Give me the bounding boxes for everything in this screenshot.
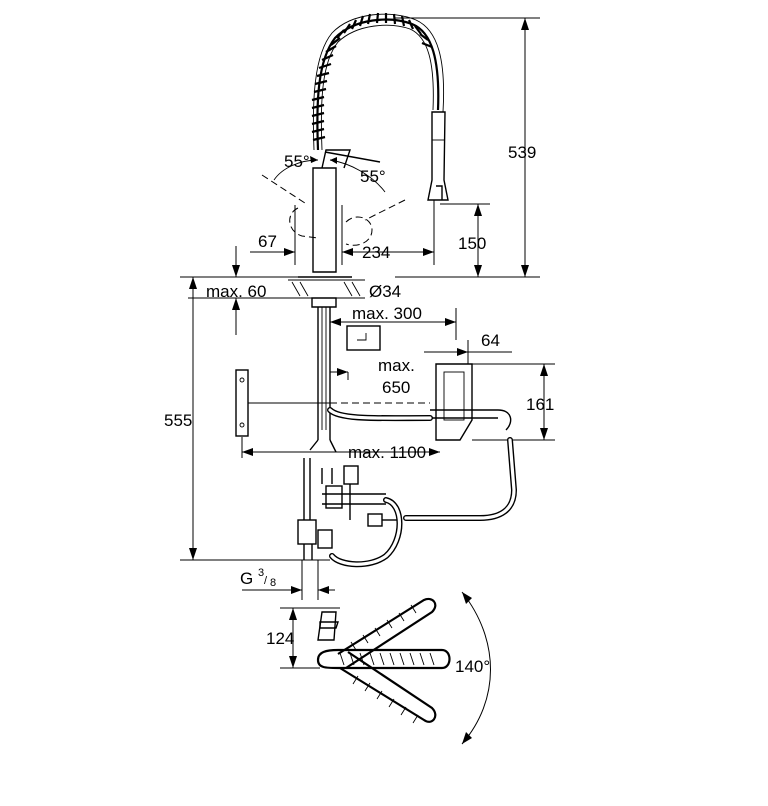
thread-g-label: G <box>240 569 253 588</box>
thread-slash: / <box>264 575 268 587</box>
dim-diameter-label: Ø34 <box>369 282 401 301</box>
thread-den: 8 <box>270 577 276 589</box>
dim-539-label: 539 <box>508 143 536 162</box>
dim-max1100-label: max. 1100 <box>348 443 426 462</box>
dim-234-label: 234 <box>362 243 390 262</box>
dim-124-label: 124 <box>266 629 294 648</box>
dim-150-label: 150 <box>458 234 486 253</box>
top-view: 124 140° <box>266 591 491 745</box>
dim-555-label: 555 <box>164 411 192 430</box>
dim-max650-line1: max. <box>378 356 415 375</box>
dim-67-label: 67 <box>258 232 277 251</box>
dim-161-label: 161 <box>526 395 554 414</box>
dim-67-234: 67 234 <box>250 200 435 265</box>
angle-left-label: 55° <box>284 152 310 171</box>
swivel-angle-label: 140° <box>455 657 490 676</box>
dim-deck: max. 60 Ø34 <box>188 246 401 335</box>
dim-539: 539 <box>395 17 540 278</box>
dim-max60-label: max. 60 <box>206 282 266 301</box>
installation-view: max. 300 64 max. 650 161 max. 1100 <box>164 276 555 600</box>
dim-150: 150 <box>440 203 490 277</box>
dim-max300-label: max. 300 <box>352 304 422 323</box>
dim-max650-line2: 650 <box>382 378 410 397</box>
angle-right-label: 55° <box>360 167 386 186</box>
faucet-side-view <box>261 12 449 453</box>
dim-64-label: 64 <box>481 331 500 350</box>
thread-num: 3 <box>258 567 264 579</box>
spring-coil <box>311 12 444 151</box>
